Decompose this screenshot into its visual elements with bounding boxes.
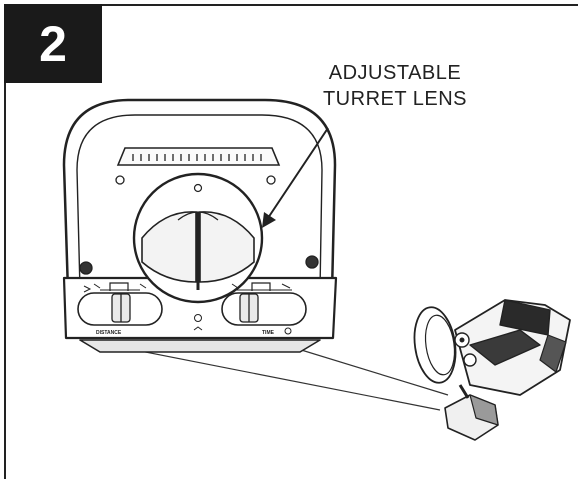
callout-line-1: ADJUSTABLE <box>328 62 462 84</box>
callout-label: ADJUSTABLE TURRET LENS <box>300 60 490 112</box>
callout-line-2: TURRET LENS <box>322 88 468 110</box>
distance-dial-marks <box>83 283 147 293</box>
time-dial-marks <box>231 283 292 335</box>
inset-connector-lines <box>109 344 449 411</box>
figure-frame <box>4 4 578 479</box>
distance-dial <box>77 282 163 326</box>
vent-grille <box>116 147 281 166</box>
time-label: TIME <box>262 330 275 336</box>
photocell-indicator <box>193 314 203 331</box>
distance-label: DISTANCE <box>96 330 122 336</box>
time-dial <box>221 282 307 326</box>
security-light-fixture <box>413 299 571 441</box>
callout-arrow <box>262 127 329 228</box>
step-number-badge: 2 <box>4 4 102 83</box>
housing-screws <box>79 175 319 275</box>
turret-lens <box>132 172 264 304</box>
